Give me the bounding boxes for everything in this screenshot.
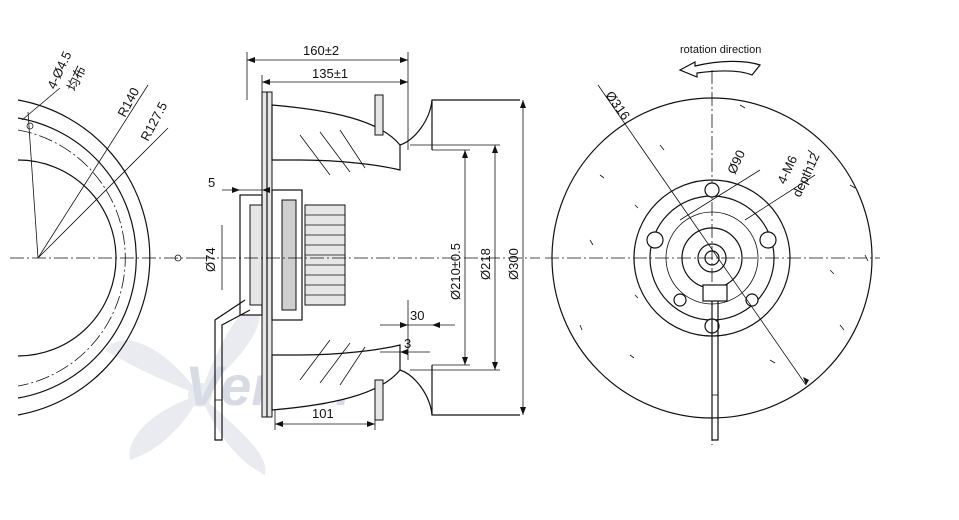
flange-offset-label: 5 <box>208 175 215 190</box>
rotation-label: rotation direction <box>680 44 761 56</box>
outer-diameter-label: Ø316 <box>603 88 634 123</box>
radius-inner-label: R127.5 <box>137 99 170 143</box>
front-view: rotation direction <box>545 44 880 445</box>
bolt-circle-label: Ø90 <box>724 148 748 177</box>
blade-marks <box>579 104 869 364</box>
inlet-diameter-label: Ø210±0.5 <box>448 243 463 300</box>
section-view: 160±2 135±1 <box>200 43 540 441</box>
bottom-length-label: 101 <box>312 406 334 421</box>
rotation-arrow-icon <box>678 60 762 78</box>
side-view: 4-Ø4.5 均布 R140 R127.5 <box>10 49 200 416</box>
fan-diameter-label: Ø300 <box>506 248 521 280</box>
inlet-depth-label: 30 <box>410 308 424 323</box>
inlet-step-label: 3 <box>404 336 411 351</box>
ring-diameter-label: Ø218 <box>478 248 493 280</box>
body-length-label: 135±1 <box>312 66 348 81</box>
overall-length-label: 160±2 <box>303 43 339 58</box>
radius-outer-label: R140 <box>114 85 142 119</box>
motor-coil <box>304 204 346 306</box>
hub-diameter-label: Ø74 <box>203 247 218 272</box>
